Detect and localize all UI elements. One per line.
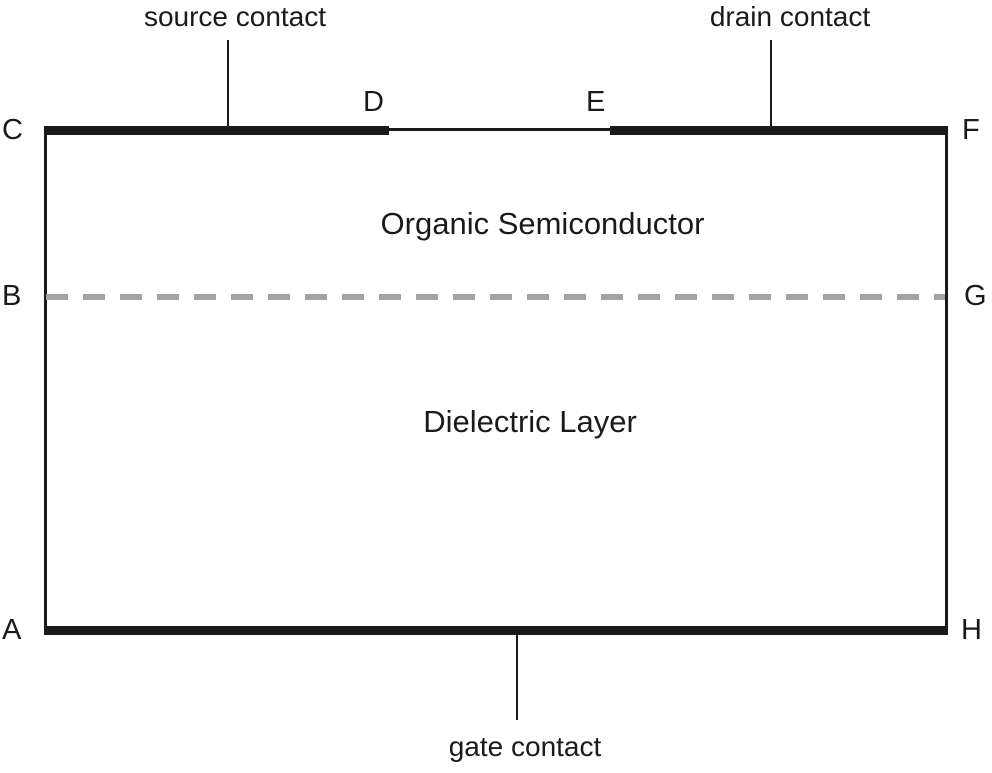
device-left-edge bbox=[44, 130, 47, 630]
source-electrode-segment bbox=[44, 126, 389, 135]
point-label-G: G bbox=[964, 280, 987, 312]
source-contact-label: source contact bbox=[143, 1, 327, 32]
dielectric-layer-region-label: Dielectric Layer bbox=[423, 404, 637, 439]
point-label-B: B bbox=[2, 280, 22, 312]
drain-electrode-segment bbox=[610, 126, 948, 135]
point-label-C: C bbox=[2, 114, 23, 146]
channel-top-edge-segment bbox=[389, 128, 610, 131]
point-label-F: F bbox=[962, 114, 980, 146]
organic-semiconductor-region-label: Organic Semiconductor bbox=[380, 206, 705, 241]
point-label-D: D bbox=[363, 86, 384, 118]
device-right-edge bbox=[945, 130, 948, 630]
gate-contact-label: gate contact bbox=[448, 731, 602, 762]
drain-contact-label: drain contact bbox=[709, 1, 871, 32]
gate-contact-leader-line bbox=[516, 635, 518, 720]
source-contact-leader-line bbox=[227, 40, 229, 127]
semiconductor-dielectric-interface-line bbox=[46, 294, 945, 300]
point-label-H: H bbox=[961, 614, 982, 646]
drain-contact-leader-line bbox=[770, 40, 772, 127]
gate-electrode-segment bbox=[44, 626, 948, 635]
point-label-E: E bbox=[586, 86, 606, 118]
point-label-A: A bbox=[2, 614, 22, 646]
